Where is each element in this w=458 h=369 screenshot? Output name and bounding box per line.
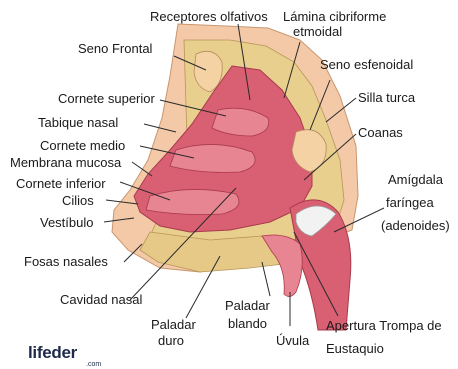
label-uvula: Úvula xyxy=(276,333,309,348)
label-seno-esfenoidal: Seno esfenoidal xyxy=(320,57,413,72)
lifeder-logo-sub: .com xyxy=(86,361,101,368)
label-cornete-superior: Cornete superior xyxy=(58,91,155,106)
label-lamina-line2: etmoidal xyxy=(293,24,342,39)
label-cornete-medio: Cornete medio xyxy=(40,138,125,153)
label-paladar-blando-line2: blando xyxy=(228,316,267,331)
label-amigdala-line2: faríngea xyxy=(386,195,434,210)
label-trompa-line1: Apertura Trompa de xyxy=(326,318,442,333)
label-seno-frontal: Seno Frontal xyxy=(78,41,152,56)
label-cavidad-nasal: Cavidad nasal xyxy=(60,292,142,307)
label-amigdala-line1: Amígdala xyxy=(388,172,443,187)
label-tabique-nasal: Tabique nasal xyxy=(38,115,118,130)
label-fosas-nasales: Fosas nasales xyxy=(24,254,108,269)
label-silla-turca: Silla turca xyxy=(358,90,415,105)
label-coanas: Coanas xyxy=(358,125,403,140)
label-membrana-mucosa: Membrana mucosa xyxy=(10,155,121,170)
label-paladar-duro-line1: Paladar xyxy=(151,317,196,332)
label-receptores-olfativos: Receptores olfativos xyxy=(150,9,268,24)
label-paladar-blando-line1: Paladar xyxy=(225,298,270,313)
lifeder-logo: lifeder xyxy=(28,343,77,363)
label-cornete-inferior: Cornete inferior xyxy=(16,176,106,191)
inferior-turbinate xyxy=(146,189,239,214)
middle-turbinate xyxy=(170,144,255,172)
label-vestibulo: Vestíbulo xyxy=(40,215,94,230)
label-trompa-line2: Eustaquio xyxy=(326,341,384,356)
label-amigdala-line3: (adenoides) xyxy=(381,218,450,233)
label-cilios: Cilios xyxy=(62,193,94,208)
label-lamina-line1: Lámina cibriforme xyxy=(283,9,386,24)
label-paladar-duro-line2: duro xyxy=(158,333,184,348)
